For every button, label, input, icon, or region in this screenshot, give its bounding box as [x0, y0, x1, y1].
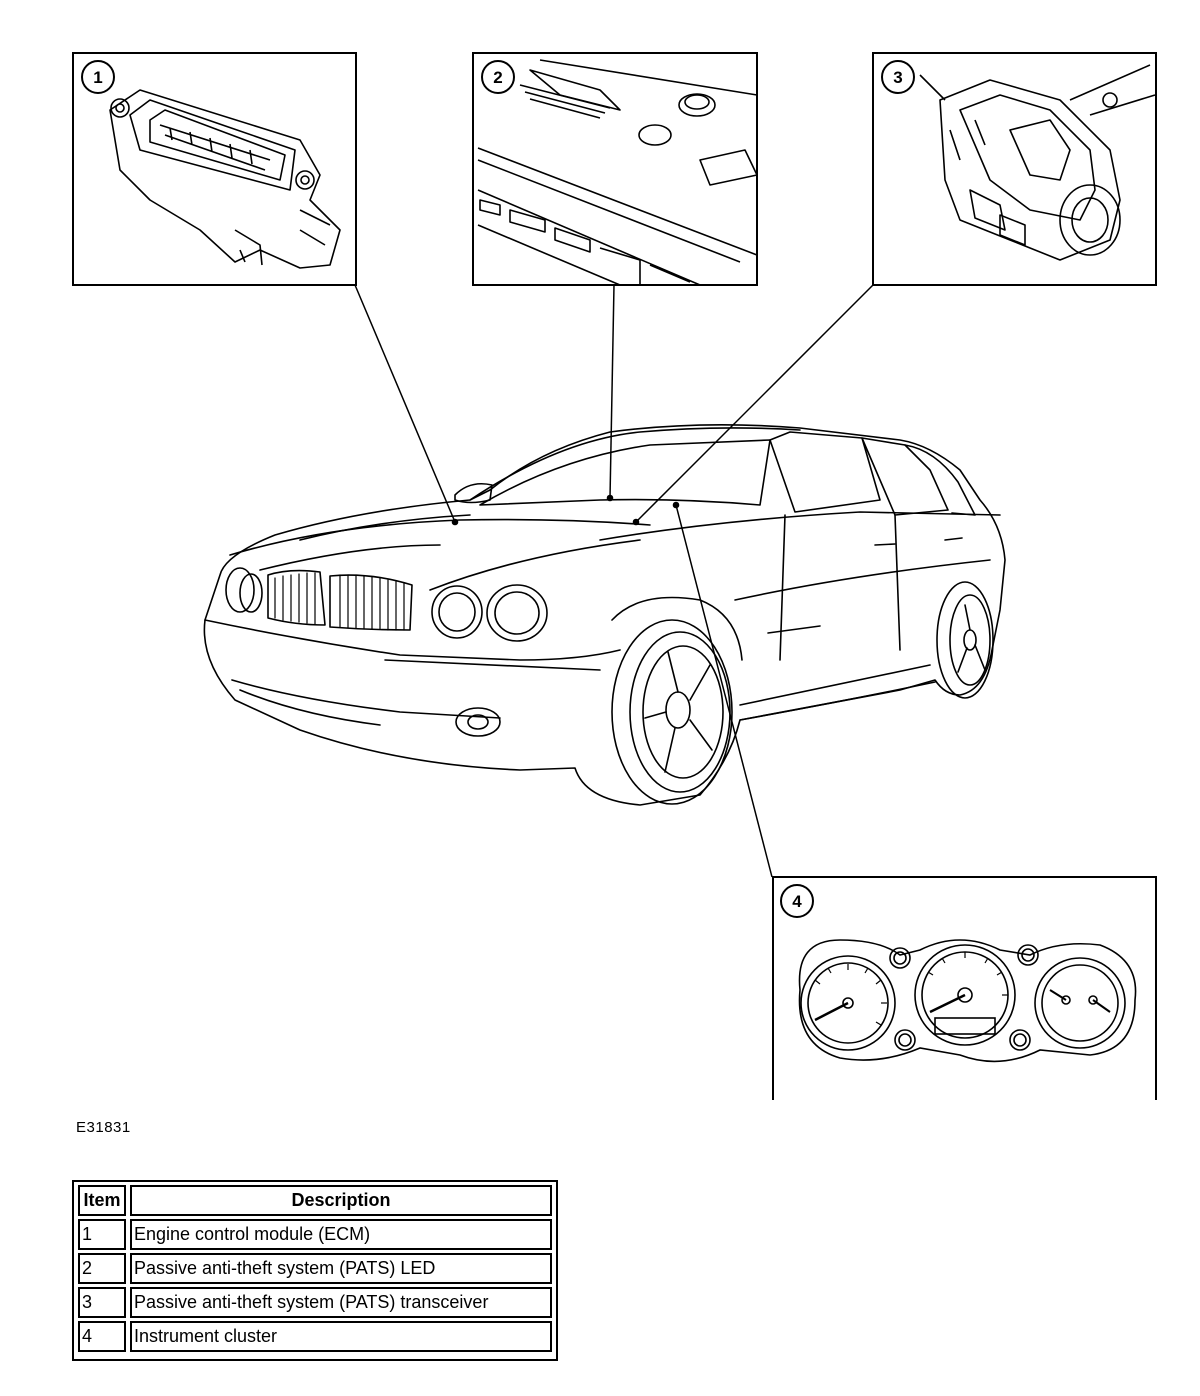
callout-1-circle — [81, 60, 115, 94]
legend-header-item: Item — [78, 1185, 126, 1216]
leader-line-1 — [354, 284, 456, 523]
legend-item-description: Instrument cluster — [130, 1321, 552, 1352]
legend-header-row: Item Description — [78, 1185, 552, 1216]
callout-3-number: 3 — [893, 68, 902, 87]
callout-4-number: 4 — [792, 892, 802, 911]
legend-header-description: Description — [130, 1185, 552, 1216]
legend-item-number: 4 — [78, 1321, 126, 1352]
car-illustration — [203, 424, 1006, 806]
leader-lines — [354, 284, 874, 878]
callout-3-circle — [881, 60, 915, 94]
callout-2-number: 2 — [493, 68, 502, 87]
legend-item-description: Engine control module (ECM) — [130, 1219, 552, 1250]
inset-pats-led — [472, 52, 758, 286]
leader-line-4 — [675, 504, 773, 878]
callout-2-circle — [481, 60, 515, 94]
pats-led — [638, 124, 672, 146]
legend-row: 4 Instrument cluster — [78, 1321, 552, 1352]
legend-table: Item Description 1 Engine control module… — [72, 1180, 558, 1361]
legend-item-number: 3 — [78, 1287, 126, 1318]
legend-row: 1 Engine control module (ECM) — [78, 1219, 552, 1250]
legend-item-number: 2 — [78, 1253, 126, 1284]
legend-item-description: Passive anti-theft system (PATS) LED — [130, 1253, 552, 1284]
grille — [267, 569, 326, 626]
legend-item-number: 1 — [78, 1219, 126, 1250]
inset-pats-transceiver — [872, 52, 1157, 286]
leader-line-2 — [609, 284, 615, 499]
inset-instrument-cluster — [772, 876, 1157, 1100]
figure-id: E31831 — [76, 1119, 131, 1136]
rear-wheel — [936, 581, 994, 699]
front-wheel — [611, 596, 743, 805]
headlamp — [225, 567, 255, 613]
callout-4-circle — [780, 884, 814, 918]
inset-ecm — [72, 52, 357, 286]
component-location-diagram: 1 2 3 4 — [72, 52, 1157, 1100]
legend-row: 2 Passive anti-theft system (PATS) LED — [78, 1253, 552, 1284]
legend-item-description: Passive anti-theft system (PATS) transce… — [130, 1287, 552, 1318]
legend-row: 3 Passive anti-theft system (PATS) trans… — [78, 1287, 552, 1318]
leader-line-3 — [635, 284, 874, 523]
callout-1-number: 1 — [93, 68, 102, 87]
odometer-display — [934, 1017, 996, 1035]
